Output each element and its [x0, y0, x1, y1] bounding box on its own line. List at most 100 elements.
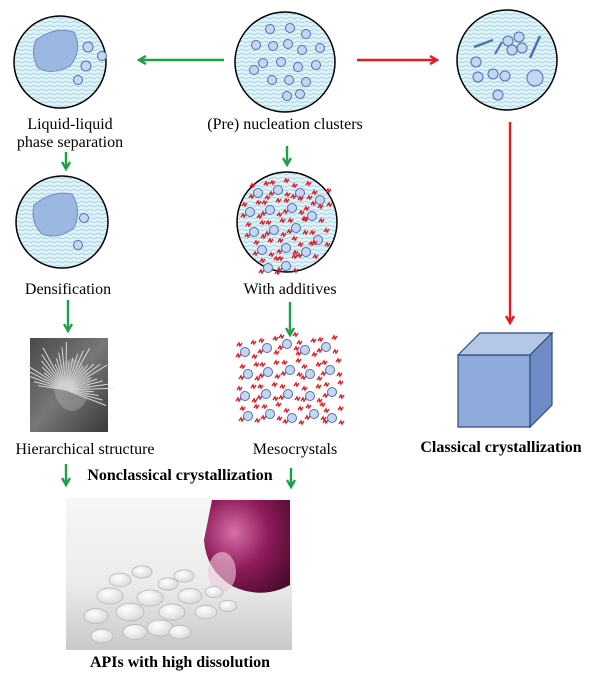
- pill: [115, 602, 145, 622]
- sem-fiber: [41, 354, 67, 391]
- pill: [218, 600, 238, 612]
- pill: [157, 577, 179, 591]
- label-with-additives: With additives: [243, 281, 337, 298]
- additive-particle: [316, 334, 339, 355]
- dense-droplet: [32, 192, 78, 237]
- additive-particle: [238, 361, 261, 382]
- label-mesocrystals: Mesocrystals: [252, 441, 338, 458]
- pill: [194, 604, 218, 620]
- sem-fiber: [41, 360, 67, 391]
- additive-particle: [257, 335, 280, 356]
- crystal-needle: [494, 41, 503, 55]
- additive-particle: [296, 239, 319, 260]
- sem-fiber: [58, 352, 67, 391]
- label-prenucleation: (Pre) nucleation clusters: [207, 116, 363, 133]
- additive-particle: [290, 180, 313, 201]
- additive-particle: [268, 177, 291, 198]
- additive-particle: [322, 379, 345, 400]
- sem-fiber: [30, 376, 67, 391]
- additive-particle: [252, 237, 275, 258]
- mesocrystal-particles: [235, 331, 345, 426]
- sem-fiber: [65, 383, 109, 391]
- additive-particle: [282, 195, 305, 216]
- label-classical: Classical crystallization: [420, 439, 582, 456]
- additive-particle: [302, 203, 325, 224]
- label-densification: Densification: [24, 281, 112, 298]
- crystal-needle: [528, 35, 542, 59]
- additive-particle: [240, 199, 263, 220]
- sem-fiber: [33, 381, 67, 391]
- additive-particle: [310, 187, 333, 208]
- additive-particle: [258, 359, 281, 380]
- label-nonclassical: Nonclassical crystallization: [87, 467, 273, 484]
- liquid-droplet-large: [32, 29, 79, 72]
- sem-fiber: [27, 370, 67, 391]
- additive-particle: [260, 197, 283, 218]
- cube-icon: [456, 331, 554, 429]
- label-hierarchical: Hierarchical structure: [15, 441, 155, 458]
- sem-micrograph-image: [25, 338, 115, 432]
- sem-fiber: [41, 366, 67, 391]
- additive-particle: [248, 180, 271, 201]
- additive-particle: [276, 253, 299, 274]
- pill: [83, 608, 109, 624]
- sem-fiber: [61, 347, 67, 391]
- sem-fiber: [65, 389, 107, 406]
- sem-fiber: [65, 389, 99, 396]
- sem-fiber: [65, 363, 101, 391]
- droplet-small: [73, 240, 83, 250]
- pill: [90, 628, 114, 644]
- additive-particle: [300, 383, 323, 404]
- label-llps-line1: Liquid-liquid: [27, 116, 113, 133]
- sem-fiber: [65, 357, 74, 391]
- label-apis: APIs with high dissolution: [89, 654, 271, 671]
- additive-particle: [322, 405, 345, 426]
- sem-fiber: [65, 353, 79, 391]
- cluster-particles: [249, 23, 325, 101]
- additive-particle: [277, 331, 300, 352]
- additive-particle: [295, 337, 318, 358]
- droplet-small: [97, 51, 107, 61]
- sem-fiber: [65, 364, 89, 391]
- additive-particle: [244, 219, 267, 240]
- classical-particles: [470, 31, 544, 101]
- sem-fiber: [42, 347, 67, 391]
- pill: [204, 586, 224, 598]
- droplet-small: [82, 41, 94, 53]
- pill: [96, 587, 124, 605]
- sem-fiber: [65, 380, 104, 391]
- additive-particle: [235, 383, 258, 404]
- pill: [131, 565, 153, 579]
- sem-fiber: [65, 350, 84, 391]
- sem-fiber: [55, 358, 67, 391]
- additive-particle: [256, 381, 279, 402]
- droplet-small: [73, 75, 83, 85]
- additive-coated-particles: [240, 177, 333, 276]
- pill: [122, 624, 148, 640]
- pills-bottle-photo: [66, 498, 292, 650]
- sem-fiber: [65, 364, 108, 391]
- sem-fiber: [25, 363, 67, 391]
- additive-particle: [258, 255, 281, 276]
- additive-particle: [280, 357, 303, 378]
- sem-fiber: [65, 348, 91, 391]
- sem-fiber: [65, 389, 103, 401]
- additive-particle: [238, 403, 261, 424]
- label-llps-line2: phase separation: [16, 134, 124, 151]
- additive-particle: [278, 381, 301, 402]
- pill: [108, 572, 132, 588]
- pill: [136, 589, 164, 607]
- additive-particle: [264, 217, 287, 238]
- sem-fiber: [65, 387, 115, 391]
- droplet-small: [80, 60, 92, 72]
- pill: [168, 624, 192, 640]
- additive-particle: [300, 361, 323, 382]
- additive-particle: [282, 405, 305, 426]
- additive-particle: [276, 235, 299, 256]
- pill: [158, 603, 186, 621]
- pill: [173, 569, 195, 583]
- additive-particle: [286, 215, 309, 236]
- droplet-small: [79, 213, 89, 223]
